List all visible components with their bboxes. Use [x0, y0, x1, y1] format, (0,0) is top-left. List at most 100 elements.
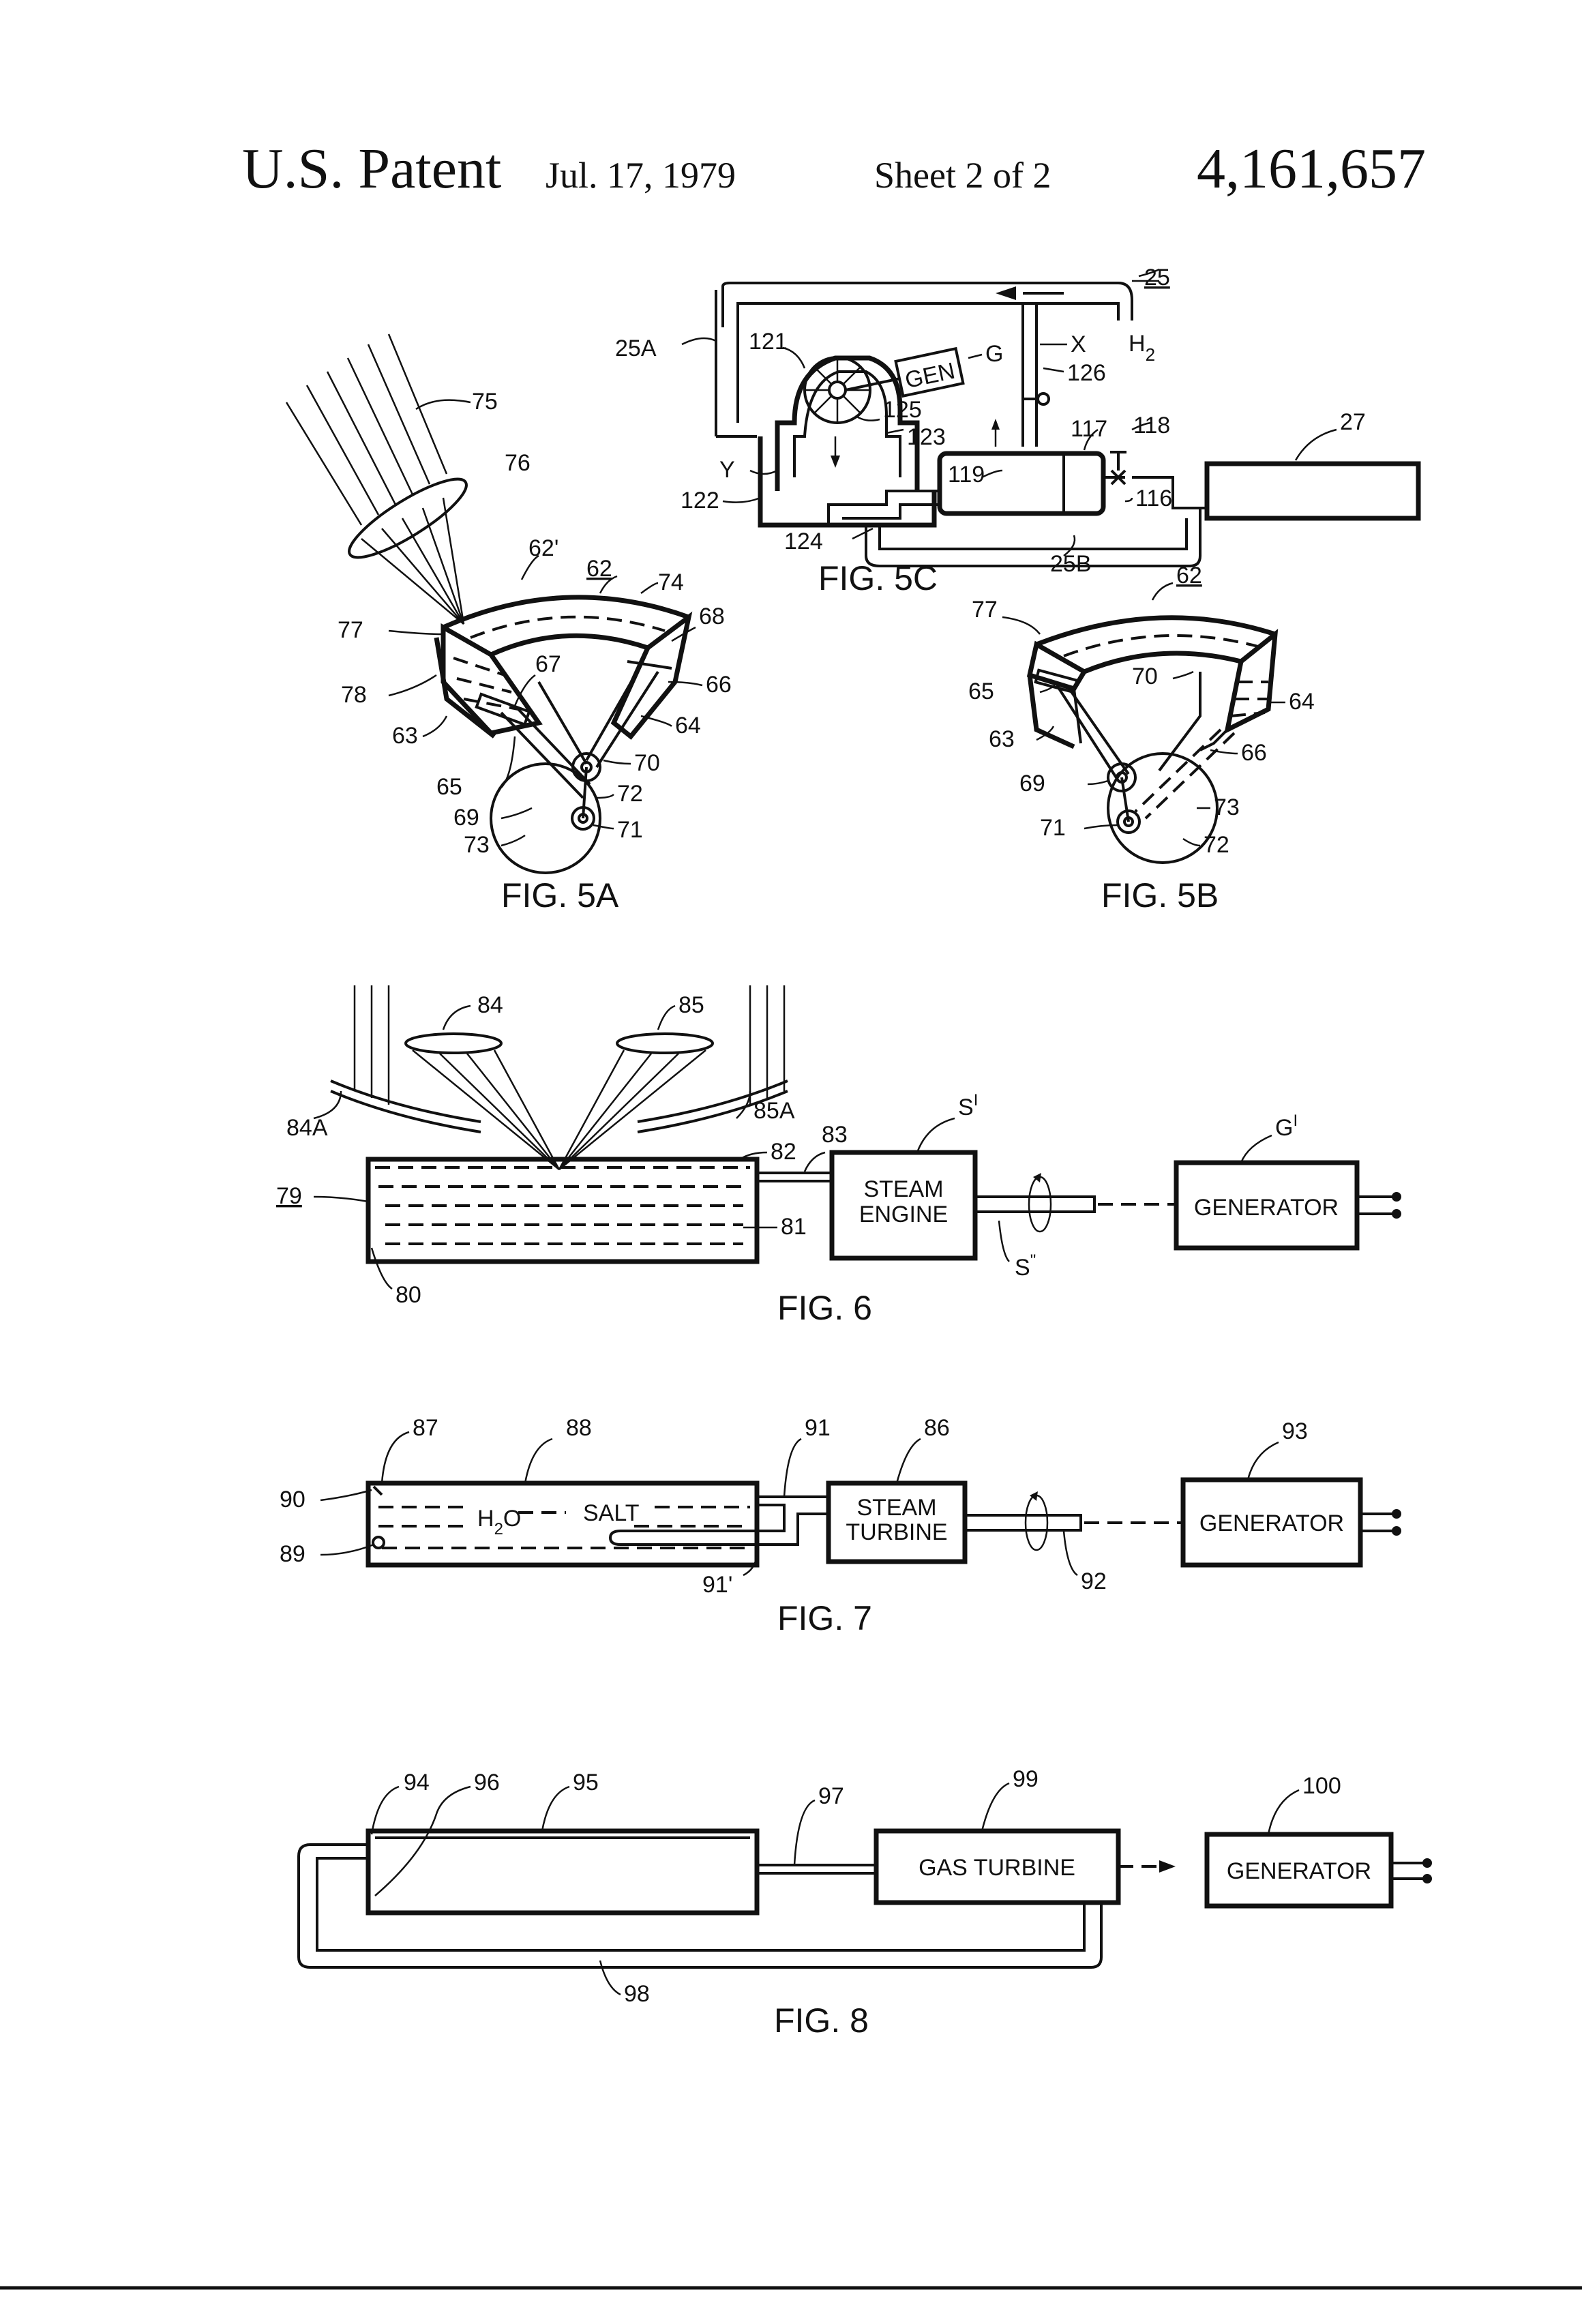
- label-82: 82: [771, 1139, 796, 1165]
- figure-7: H2O SALT STEAM TURBINE GENERATOR: [280, 1415, 1401, 1637]
- label-83: 83: [822, 1122, 848, 1148]
- label-s-prime: SI: [958, 1091, 978, 1120]
- figure-8: GAS TURBINE GENERATOR 94 96 95 97 99 100…: [299, 1766, 1432, 2040]
- label-76: 76: [505, 450, 531, 476]
- header-date: Jul. 17, 1979: [546, 155, 736, 196]
- label-74: 74: [658, 569, 684, 595]
- label-93: 93: [1282, 1418, 1308, 1444]
- label-62: 62: [1176, 563, 1202, 589]
- label-78: 78: [341, 682, 367, 708]
- label-89: 89: [280, 1541, 305, 1567]
- caption-fig-5a: FIG. 5A: [501, 876, 619, 914]
- header-patent-number: 4,161,657: [1197, 137, 1426, 200]
- label-84: 84: [477, 992, 503, 1018]
- label-67: 67: [535, 651, 561, 677]
- label-71: 71: [617, 817, 643, 843]
- label-g-prime: GI: [1275, 1112, 1298, 1141]
- label-88: 88: [566, 1415, 592, 1441]
- label-72: 72: [1204, 832, 1229, 858]
- label-122: 122: [681, 488, 719, 513]
- label-62: 62: [586, 556, 612, 582]
- label-s-double-prime: S": [1015, 1251, 1036, 1281]
- label-121: 121: [749, 329, 788, 355]
- label-119: 119: [948, 462, 985, 488]
- generator-label: GENERATOR: [1199, 1510, 1344, 1536]
- label-g: G: [985, 341, 1003, 367]
- label-97: 97: [818, 1783, 844, 1809]
- figure-5a: 75 76 62' 62 74 68 77 67 66 78 64 63 65 …: [286, 334, 732, 914]
- label-x: X: [1071, 331, 1086, 357]
- label-91: 91: [805, 1415, 831, 1441]
- steam-turbine-line-1: STEAM: [856, 1495, 936, 1521]
- header-sheet: Sheet 2 of 2: [874, 155, 1051, 196]
- figure-5b: 62 77 70 65 64 63 66 69 73 71 72 FIG. 5B: [968, 563, 1315, 914]
- label-80: 80: [395, 1282, 421, 1308]
- caption-fig-8: FIG. 8: [774, 2001, 869, 2040]
- label-98: 98: [624, 1981, 650, 2007]
- label-90: 90: [280, 1487, 305, 1513]
- generator-label: GENERATOR: [1194, 1195, 1339, 1221]
- label-70: 70: [634, 750, 660, 776]
- label-125: 125: [883, 397, 922, 423]
- label-92: 92: [1081, 1568, 1107, 1594]
- label-96: 96: [474, 1770, 500, 1796]
- label-65: 65: [968, 679, 994, 704]
- label-118: 118: [1133, 413, 1170, 438]
- generator-label: GENERATOR: [1227, 1858, 1371, 1884]
- steam-engine-line-2: ENGINE: [859, 1202, 948, 1227]
- label-62-prime: 62': [528, 535, 558, 561]
- label-66: 66: [1241, 740, 1267, 766]
- label-124: 124: [784, 528, 823, 554]
- label-27: 27: [1340, 409, 1366, 435]
- label-100: 100: [1302, 1773, 1341, 1799]
- figure-6: STEAM ENGINE GENERATOR 84 85 84A 85A SI …: [276, 985, 1401, 1327]
- steam-turbine-line-2: TURBINE: [846, 1519, 947, 1545]
- figure-5c: GEN: [615, 265, 1418, 597]
- label-25a: 25A: [615, 336, 657, 361]
- label-71: 71: [1040, 815, 1066, 841]
- label-63: 63: [392, 723, 418, 749]
- label-72: 72: [617, 781, 643, 807]
- tank-salt: SALT: [583, 1500, 640, 1526]
- label-68: 68: [699, 604, 725, 629]
- header-title: U.S. Patent: [242, 137, 501, 200]
- label-99: 99: [1013, 1766, 1039, 1792]
- label-70: 70: [1132, 664, 1158, 689]
- label-94: 94: [404, 1770, 430, 1796]
- label-84a: 84A: [286, 1115, 328, 1141]
- label-gen: GEN: [903, 358, 957, 393]
- label-86: 86: [924, 1415, 950, 1441]
- label-85: 85: [678, 992, 704, 1018]
- label-91-prime: 91': [702, 1572, 732, 1598]
- label-69: 69: [453, 805, 479, 831]
- label-77: 77: [338, 617, 363, 643]
- label-73: 73: [464, 832, 490, 858]
- label-123: 123: [907, 424, 946, 450]
- label-79: 79: [276, 1183, 302, 1209]
- label-116: 116: [1135, 486, 1172, 511]
- tank-h2o: H2O: [477, 1506, 521, 1538]
- label-63: 63: [989, 726, 1015, 752]
- label-y: Y: [719, 457, 735, 483]
- label-73: 73: [1214, 794, 1240, 820]
- label-66: 66: [706, 672, 732, 698]
- steam-engine-line-1: STEAM: [863, 1176, 943, 1202]
- label-64: 64: [1289, 689, 1315, 715]
- label-77: 77: [972, 597, 998, 623]
- page-header: U.S. Patent Jul. 17, 1979 Sheet 2 of 2 4…: [242, 137, 1426, 200]
- label-25: 25: [1144, 265, 1170, 290]
- gas-turbine-label: GAS TURBINE: [919, 1855, 1075, 1881]
- caption-fig-7: FIG. 7: [777, 1599, 872, 1637]
- label-65: 65: [436, 774, 462, 800]
- label-126: 126: [1067, 360, 1106, 386]
- label-h2: H2: [1129, 331, 1155, 365]
- label-64: 64: [675, 713, 701, 739]
- label-81: 81: [781, 1214, 807, 1240]
- label-117: 117: [1071, 416, 1107, 442]
- caption-fig-5b: FIG. 5B: [1101, 876, 1219, 914]
- caption-fig-5c: FIG. 5C: [818, 559, 938, 597]
- label-95: 95: [573, 1770, 599, 1796]
- label-25b: 25B: [1050, 551, 1092, 577]
- caption-fig-6: FIG. 6: [777, 1289, 872, 1327]
